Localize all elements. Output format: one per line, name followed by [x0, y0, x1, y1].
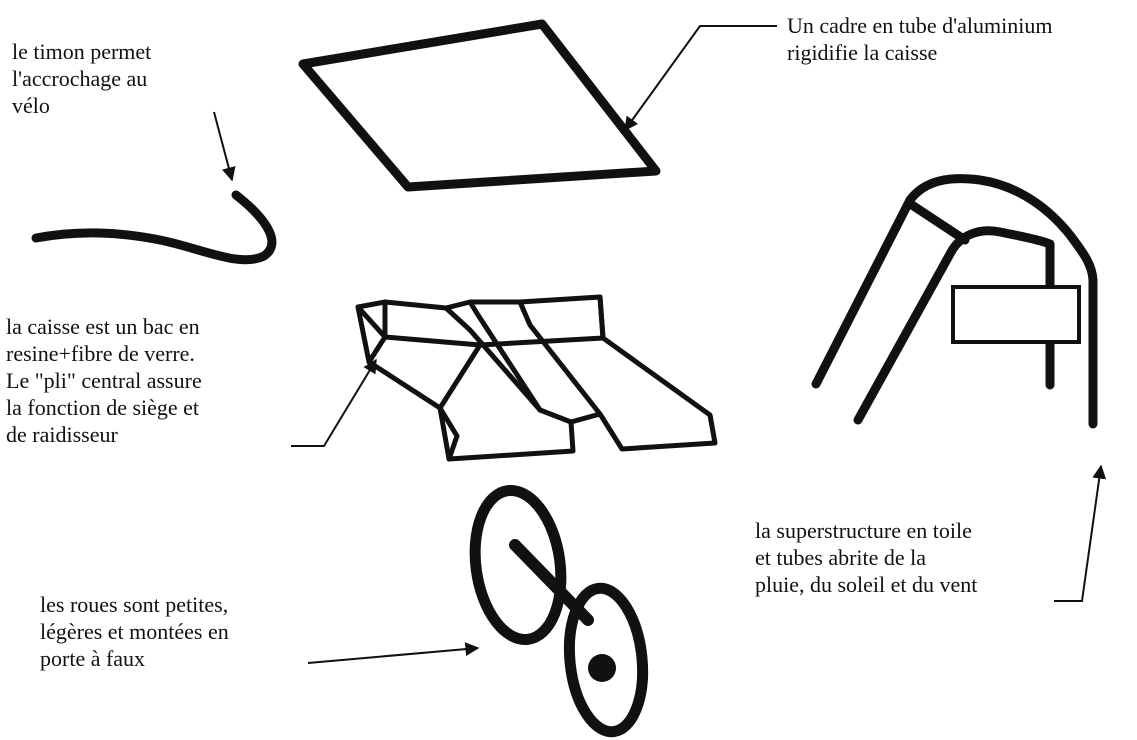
arrow-super [1054, 464, 1107, 602]
label-caisse: la caisse est un bac en resine+fibre de … [6, 313, 202, 448]
label-caisse-line: resine+fibre de verre. [6, 341, 195, 366]
wheel-axle [509, 539, 594, 626]
arrow-roues [307, 642, 480, 664]
label-superstructure-line: et tubes abrite de la [755, 545, 927, 570]
label-caisse-line: la fonction de siège et [6, 395, 200, 420]
aluminium-frame [298, 19, 661, 192]
label-timon: le timon permet l'accrochage au vélo [12, 38, 151, 119]
tub-body [355, 294, 718, 462]
label-caisse-line: Le "pli" central assure [6, 368, 202, 393]
label-caisse-line: de raidisseur [6, 422, 118, 447]
label-cadre-line: Un cadre en tube d'aluminium [787, 13, 1053, 38]
wheel-hub [588, 654, 616, 682]
label-superstructure: la superstructure en toile et tubes abri… [755, 517, 977, 598]
wheel-right [563, 582, 649, 738]
timon-part [31, 190, 277, 265]
label-roues: les roues sont petites, légères et monté… [40, 591, 229, 672]
label-cadre: Un cadre en tube d'aluminium rigidifie l… [787, 12, 1052, 66]
wheels-assembly [469, 485, 649, 738]
label-timon-line: vélo [12, 93, 50, 118]
arrow-cadre [624, 25, 777, 132]
arrow-caisse [291, 358, 377, 447]
label-roues-line: légères et montées en [40, 619, 229, 644]
label-roues-line: les roues sont petites, [40, 592, 229, 617]
label-superstructure-line: la superstructure en toile [755, 518, 972, 543]
wheel-left [469, 485, 567, 645]
label-roues-line: porte à faux [40, 646, 146, 671]
superstructure-frame [811, 174, 1098, 429]
label-timon-line: l'accrochage au [12, 66, 148, 91]
label-caisse-line: la caisse est un bac en [6, 314, 200, 339]
canvas-panel [951, 285, 1081, 344]
label-superstructure-line: pluie, du soleil et du vent [755, 572, 978, 597]
label-cadre-line: rigidifie la caisse [787, 40, 938, 65]
label-timon-line: le timon permet [12, 39, 152, 64]
arrow-timon [213, 111, 236, 182]
